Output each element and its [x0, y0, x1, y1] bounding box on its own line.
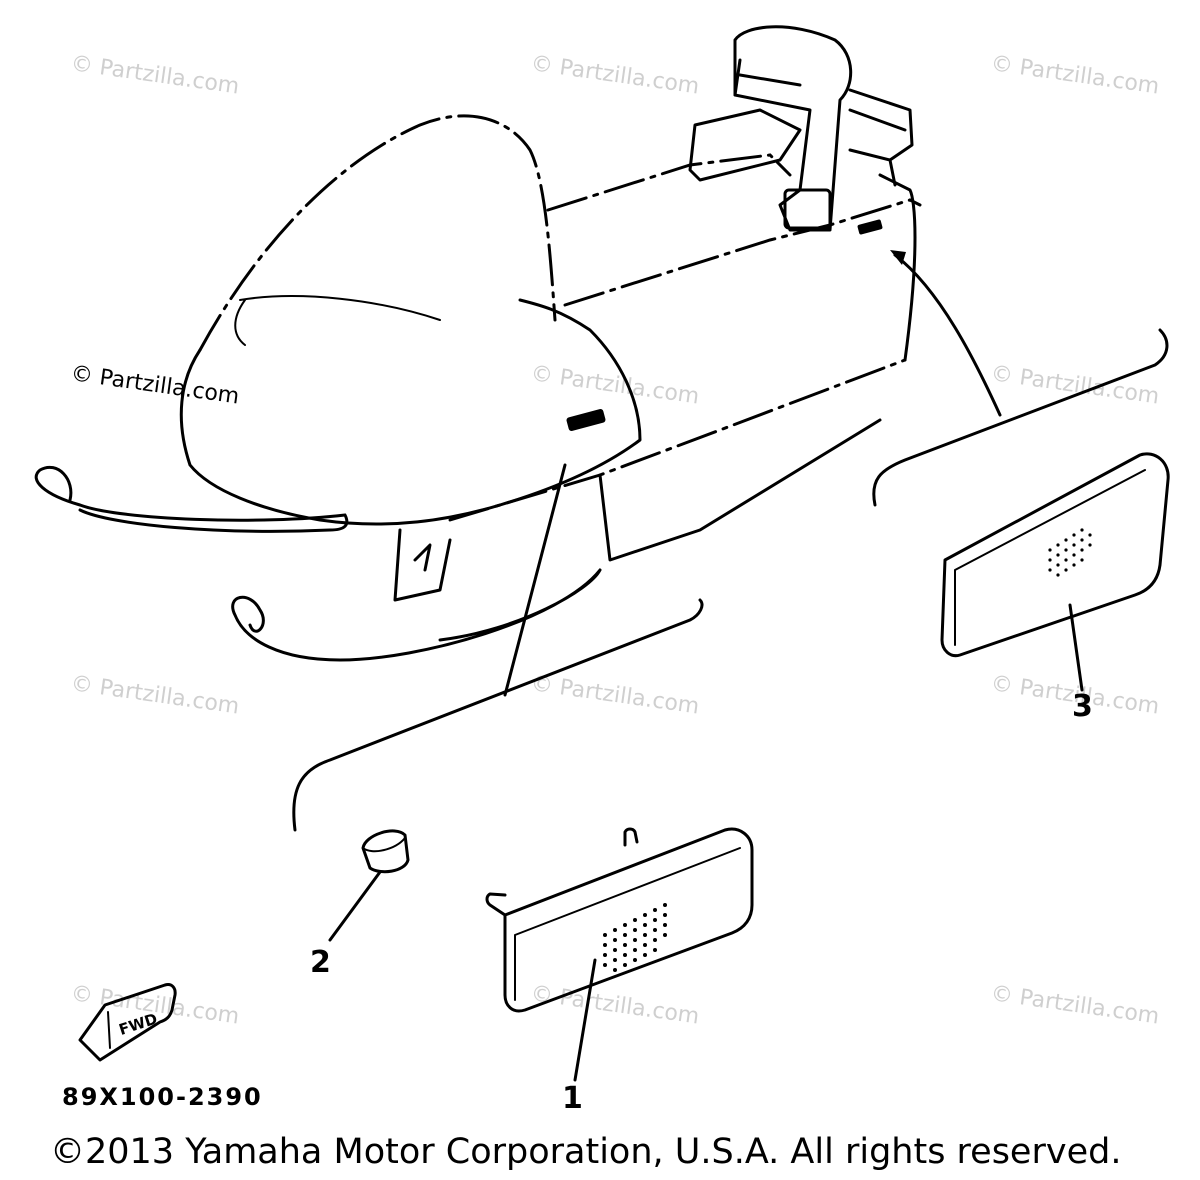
- leader-line-rear: [893, 253, 1002, 417]
- tail-light: [783, 188, 832, 230]
- hood-crease: [234, 295, 441, 346]
- callout-2: 2: [310, 945, 331, 980]
- watermark: © Partzilla.com: [529, 671, 701, 719]
- grommet: [361, 829, 410, 874]
- diagram-code: 89X100-2390: [62, 1083, 263, 1111]
- watermark: © Partzilla.com: [69, 51, 241, 99]
- side-panel-outline: [292, 598, 704, 832]
- callout-1: 1: [562, 1081, 583, 1116]
- watermark: © Partzilla.com: [69, 361, 241, 409]
- lower-body-line: [448, 358, 907, 522]
- windshield-outline: [198, 114, 557, 352]
- watermark: © Partzilla.com: [529, 51, 701, 99]
- copyright-notice: ©2013 Yamaha Motor Corporation, U.S.A. A…: [50, 1132, 1121, 1172]
- watermark: © Partzilla.com: [989, 361, 1161, 409]
- rear-tail: [878, 173, 922, 362]
- side-reflector-mark: [566, 408, 606, 432]
- body-top-line: [546, 153, 792, 212]
- rear-reflector-mark: [857, 219, 883, 235]
- backrest-outline: [733, 25, 853, 232]
- hood-outline: [179, 298, 642, 526]
- watermark: © Partzilla.com: [989, 981, 1161, 1029]
- front-ski-left: [34, 465, 349, 533]
- reflector-prism-pattern: [1048, 528, 1092, 577]
- snowmobile-outline: [34, 25, 922, 662]
- rear-lower: [598, 418, 882, 562]
- watermark: © Partzilla.com: [529, 361, 701, 409]
- leader-line-side: [503, 463, 567, 697]
- reflector-prism-pattern: [603, 903, 667, 972]
- front-ski-right: [231, 568, 602, 662]
- rear-reflector: [940, 452, 1170, 658]
- seat-outline: [688, 108, 802, 182]
- watermarks: © Partzilla.com © Partzilla.com © Partzi…: [69, 51, 1161, 1029]
- side-reflector: [485, 827, 754, 1013]
- body-side-line: [563, 198, 912, 307]
- callout-1-leader: [573, 958, 597, 1082]
- ski-strut: [393, 528, 452, 602]
- watermark: © Partzilla.com: [529, 981, 701, 1029]
- watermark: © Partzilla.com: [69, 671, 241, 719]
- callout-3-leader: [1068, 603, 1084, 692]
- callout-2-leader: [328, 870, 382, 942]
- watermark: © Partzilla.com: [989, 51, 1161, 99]
- callout-3: 3: [1072, 689, 1093, 724]
- leader-arrow-rear: [890, 250, 906, 265]
- grab-rail: [733, 58, 914, 187]
- rear-panel-outline: [872, 328, 1169, 507]
